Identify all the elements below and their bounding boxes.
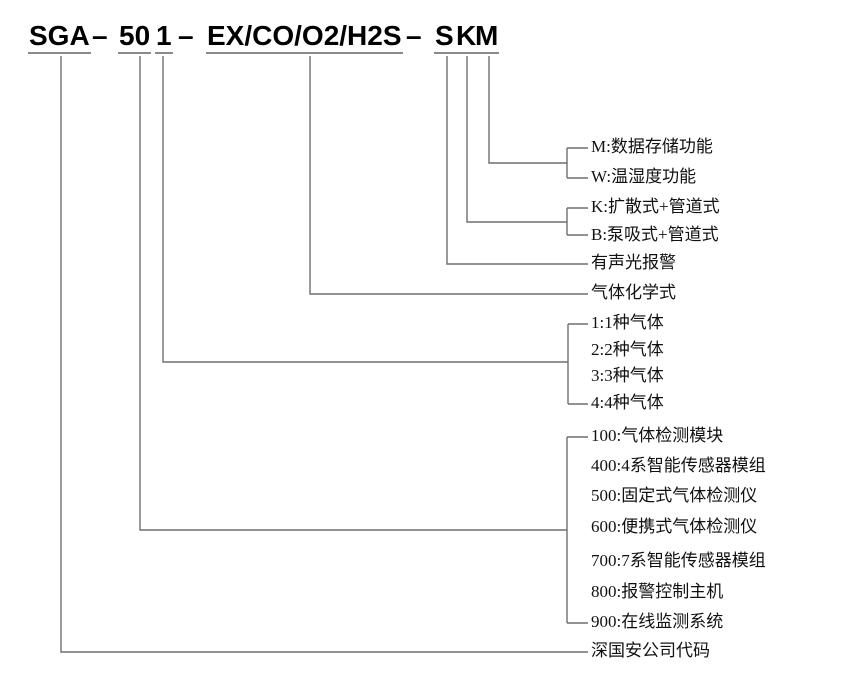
label-series-500: 500:固定式气体检测仪 [591, 486, 758, 505]
label-function-option-w: W:温湿度功能 [591, 167, 697, 186]
branch-function-options-line [488, 56, 588, 179]
label-function-option-m: M:数据存储功能 [591, 137, 713, 156]
label-gas-count-4: 4:4种气体 [591, 393, 664, 412]
label-series-100: 100:气体检测模块 [591, 426, 724, 445]
label-company-code: 深国安公司代码 [591, 641, 710, 660]
branch-gas-formula-line [309, 56, 588, 295]
code-separator: – [178, 20, 194, 51]
code-separator: – [406, 20, 422, 51]
branch-company-line [60, 56, 588, 653]
code-segment-gases: EX/CO/O2/H2S [206, 20, 403, 54]
label-gas-count-2: 2:2种气体 [591, 340, 664, 359]
code-segment-series: 50 [118, 20, 152, 54]
branch-gas-counts-line [162, 56, 588, 405]
branch-sampling-modes-line [466, 56, 588, 236]
label-series-900: 900:在线监测系统 [591, 612, 724, 631]
code-segment-option-k: K [455, 20, 478, 54]
code-segment-option-m: M [474, 20, 500, 54]
label-sampling-mode-k: K:扩散式+管道式 [591, 197, 720, 216]
code-segment-company: SGA [28, 20, 91, 54]
branch-product-series-line [139, 56, 588, 624]
code-separator: – [92, 20, 108, 51]
code-segment-gas-count: 1 [155, 20, 173, 54]
branch-alarm-line [446, 56, 588, 265]
code-segment-option-s: S [434, 20, 455, 54]
label-alarm: 有声光报警 [591, 253, 676, 272]
label-series-400: 400:4系智能传感器模组 [591, 456, 766, 475]
label-gas-count-1: 1:1种气体 [591, 313, 664, 332]
label-gas-formula: 气体化学式 [591, 283, 676, 302]
label-gas-count-3: 3:3种气体 [591, 366, 664, 385]
label-sampling-mode-b: B:泵吸式+管道式 [591, 225, 719, 244]
label-series-700: 700:7系智能传感器模组 [591, 551, 766, 570]
label-series-600: 600:便携式气体检测仪 [591, 517, 758, 536]
label-series-800: 800:报警控制主机 [591, 582, 724, 601]
